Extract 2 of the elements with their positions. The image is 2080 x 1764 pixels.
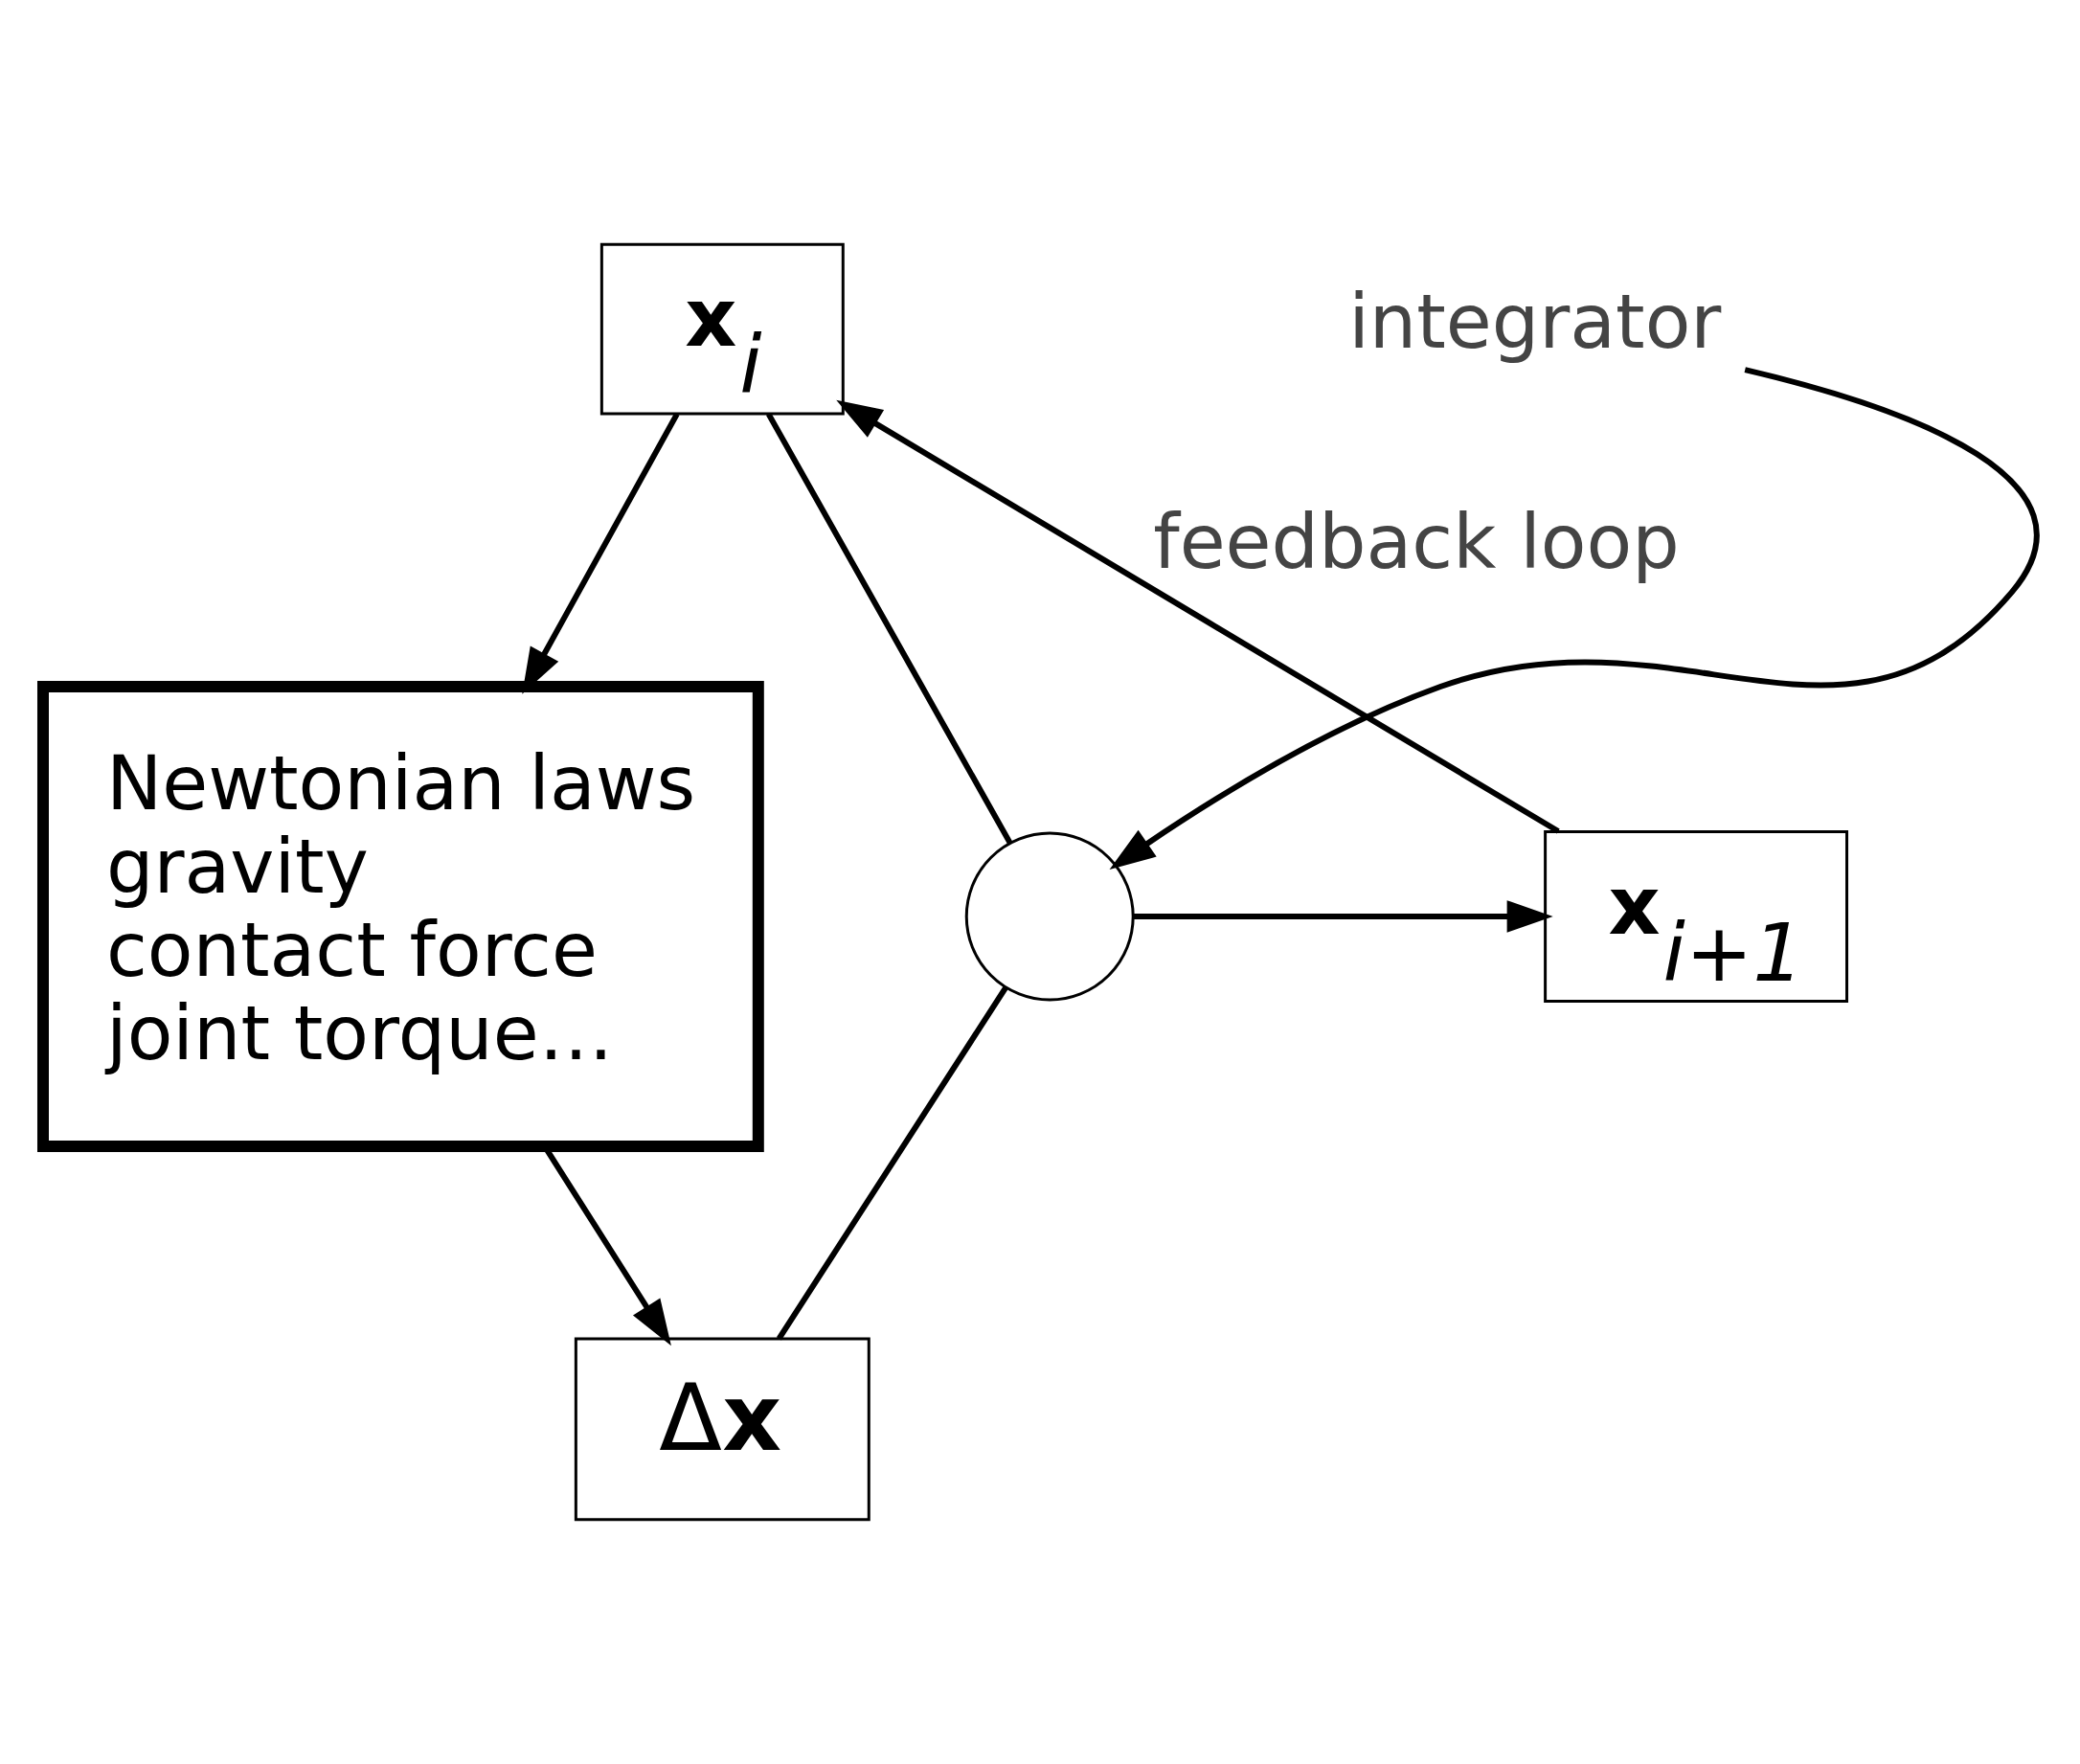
node-text: integrator — [1347, 278, 1721, 365]
edge-label: feedback loop — [1152, 499, 1680, 586]
